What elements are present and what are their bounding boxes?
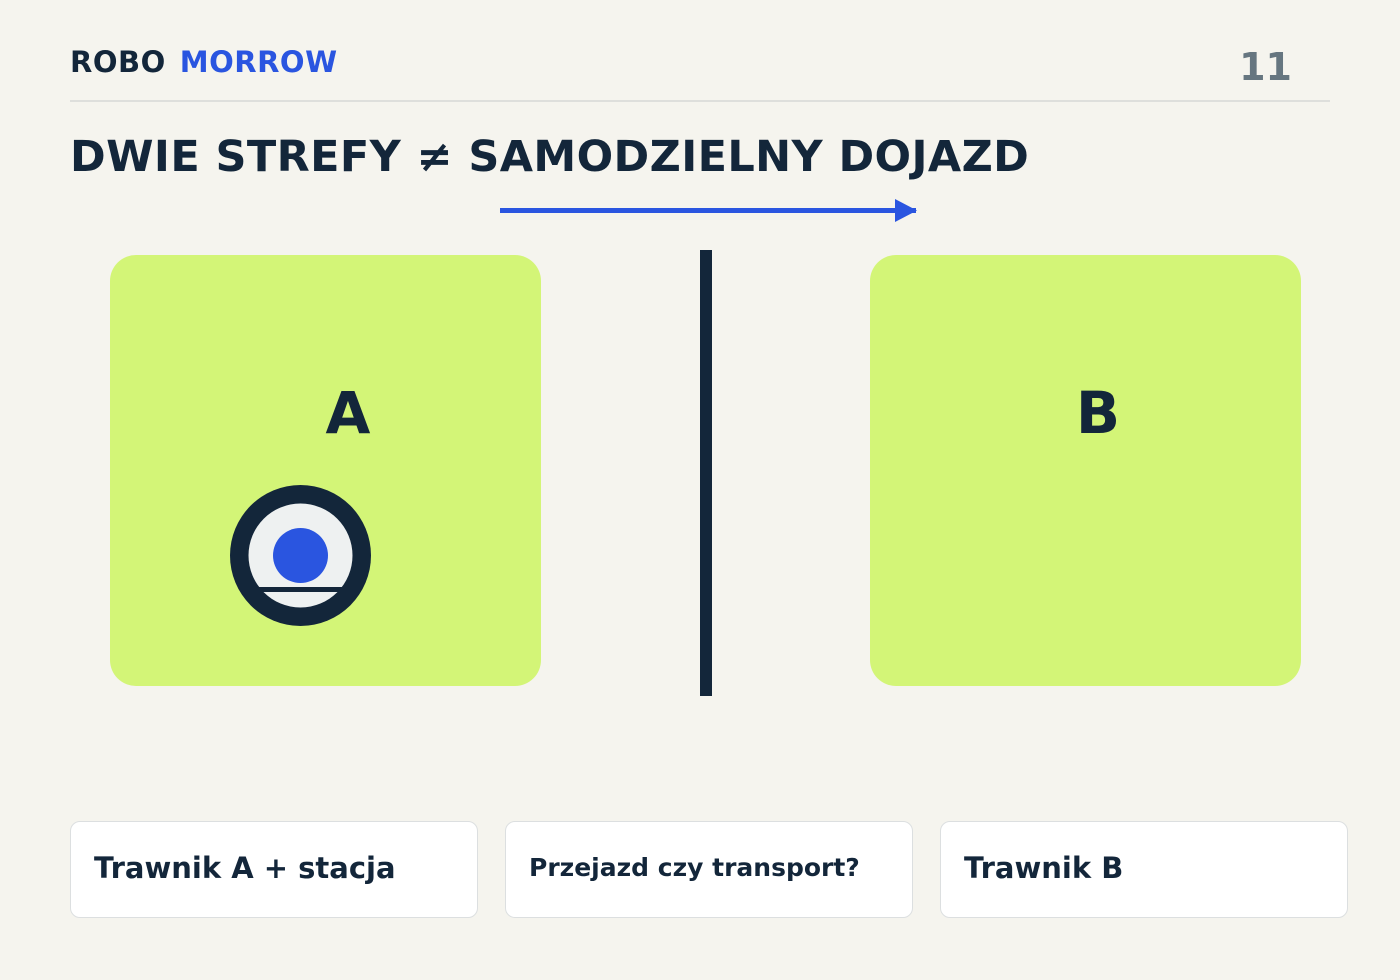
header-divider [70, 100, 1330, 102]
page-number: 11 [1239, 45, 1292, 89]
zone-b-label: B [1075, 379, 1121, 447]
brand-morrow-text: MORROW [179, 45, 338, 79]
caption-card-transit: Przejazd czy transport? [505, 821, 913, 918]
zone-b: B [870, 255, 1301, 686]
brand-logo: ROBO MORROW [70, 44, 338, 80]
caption-card-lawn-a: Trawnik A + stacja [70, 821, 478, 918]
caption-text: Trawnik B [964, 850, 1124, 885]
caption-text: Przejazd czy transport? [529, 853, 860, 882]
brand-robo-text: ROBO [70, 45, 166, 79]
slide-title: DWIE STREFY ≠ SAMODZIELNY DOJAZD [70, 132, 1030, 182]
zone-a: A [110, 255, 541, 686]
caption-card-lawn-b: Trawnik B [940, 821, 1348, 918]
caption-text: Trawnik A + stacja [94, 850, 396, 885]
arrow-right-icon [500, 199, 917, 222]
arrow-head [895, 199, 917, 222]
robot-mower-icon [230, 485, 371, 626]
zone-a-label: A [325, 379, 371, 447]
zone-divider-wall [700, 250, 712, 696]
